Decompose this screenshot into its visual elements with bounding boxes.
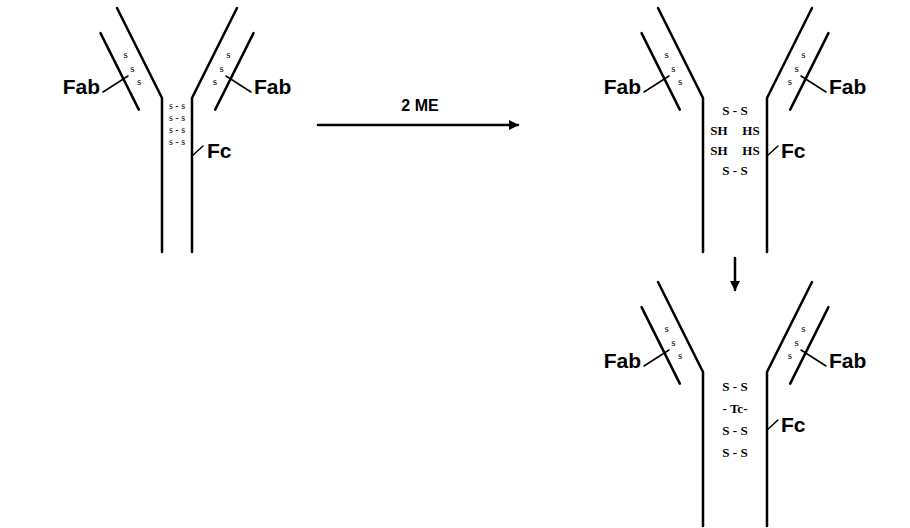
heavy-chain: [192, 8, 237, 252]
reduced-antibody: [642, 8, 829, 252]
heavy-chain: [658, 282, 703, 526]
hinge-bond: s - s: [169, 113, 185, 123]
leader-line: [801, 76, 826, 92]
disulfide-letter: s: [130, 62, 134, 73]
fragment-label: Fc: [781, 414, 806, 435]
leader-line: [644, 76, 669, 92]
reaction-arrow: [734, 258, 737, 290]
disulfide-letter: s: [219, 62, 223, 73]
fragment-label: Fc: [781, 140, 806, 161]
light-chain: [215, 33, 253, 110]
light-chain: [642, 33, 680, 110]
heavy-chain: [658, 8, 703, 252]
reaction-arrow: [318, 124, 518, 127]
disulfide-letter: s: [794, 62, 798, 73]
disulfide-letter: s: [788, 76, 792, 87]
disulfide-letter: s: [788, 350, 792, 361]
disulfide-letter: s: [801, 49, 805, 60]
intact-antibody: [101, 8, 254, 252]
leader-line: [801, 350, 826, 366]
hinge-bond: S - S: [722, 164, 747, 177]
hinge-bond: s - s: [169, 125, 185, 135]
hinge-bond: s - s: [169, 137, 185, 147]
disulfide-letter: s: [213, 76, 217, 87]
light-chain: [790, 307, 828, 384]
disulfide-letter: s: [794, 336, 798, 347]
heavy-chain: [117, 8, 162, 252]
leader-line: [226, 76, 251, 92]
hinge-bond: SH: [710, 144, 727, 157]
hinge-bond: S - S: [722, 380, 747, 393]
fragment-label: Fab: [254, 76, 291, 97]
disulfide-letter: s: [665, 49, 669, 60]
fragment-label: Fab: [829, 350, 866, 371]
disulfide-letter: s: [801, 323, 805, 334]
hinge-bond: HS: [742, 144, 759, 157]
reagent-label: 2 ME: [401, 98, 438, 114]
heavy-chain: [767, 282, 812, 526]
hinge-bond: s - s: [169, 101, 185, 111]
leader-line: [192, 146, 203, 156]
light-chain: [790, 33, 828, 110]
fragment-label: Fab: [604, 76, 641, 97]
disulfide-letter: s: [226, 49, 230, 60]
disulfide-letter: s: [678, 76, 682, 87]
fragment-label: Fab: [829, 76, 866, 97]
fragment-label: Fab: [604, 350, 641, 371]
fragment-label: Fab: [63, 76, 100, 97]
disulfide-letter: s: [671, 62, 675, 73]
hinge-bond: S - S: [722, 424, 747, 437]
light-chain: [101, 33, 139, 110]
heavy-chain: [767, 8, 812, 252]
hinge-bond: - Tc-: [723, 402, 748, 415]
leader-line: [103, 76, 128, 92]
hinge-bond: S - S: [722, 446, 747, 459]
disulfide-letter: s: [665, 323, 669, 334]
hinge-bond: HS: [742, 124, 759, 137]
disulfide-letter: s: [678, 350, 682, 361]
disulfide-letter: s: [671, 336, 675, 347]
labeled-antibody: [642, 282, 829, 526]
leader-line: [644, 350, 669, 366]
disulfide-letter: s: [137, 76, 141, 87]
leader-line: [767, 146, 778, 156]
fragment-label: Fc: [207, 140, 232, 161]
disulfide-letter: s: [123, 49, 127, 60]
leader-line: [767, 420, 778, 430]
hinge-bond: S - S: [722, 104, 747, 117]
light-chain: [642, 307, 680, 384]
hinge-bond: SH: [710, 124, 727, 137]
